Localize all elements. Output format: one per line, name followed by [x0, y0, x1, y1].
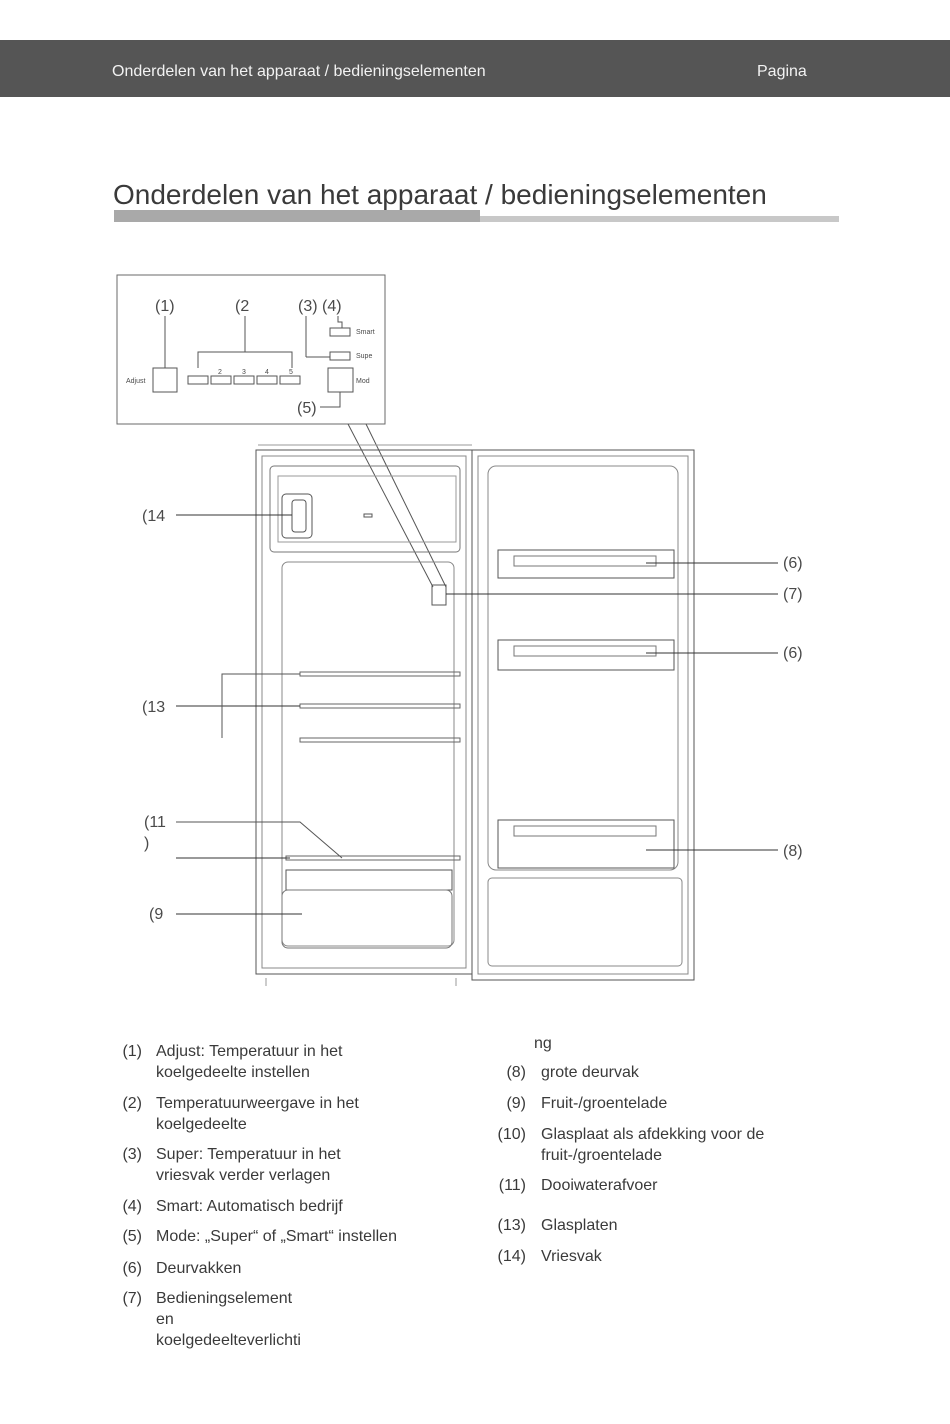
display-segment-1 — [187, 375, 209, 385]
callout-13: (13 — [142, 699, 165, 716]
adjust-button — [152, 367, 178, 393]
callout-6-top: (6) — [783, 555, 803, 572]
legend-right-text: grote deurvak — [541, 1064, 639, 1081]
legend-left-text: Deurvakken — [156, 1260, 242, 1277]
smart-button — [329, 327, 351, 337]
page-header: Onderdelen van het apparaat / bedienings… — [0, 40, 950, 97]
legend-right-text: Fruit-/groentelade — [541, 1095, 668, 1112]
legend-left-number: (5) — [122, 1228, 142, 1245]
callout-8: (8) — [783, 843, 803, 860]
callout-14: (14 — [142, 508, 165, 525]
legend-left-text: Bedieningselement — [156, 1290, 293, 1307]
panel-digit-3: 3 — [242, 369, 246, 376]
legend-left-number: (6) — [122, 1260, 142, 1277]
panel-digit-2: 2 — [218, 369, 222, 376]
header-title: Onderdelen van het apparaat / bedienings… — [112, 63, 486, 80]
panel-smart-label: Smart — [356, 329, 375, 336]
legend-right-number: (11) — [498, 1177, 526, 1194]
legend-right-text: Glasplaten — [541, 1217, 618, 1234]
callout-9: (9 — [149, 906, 163, 923]
legend-left-text: vriesvak verder verlagen — [156, 1167, 331, 1184]
legend-right-continuation: ng — [534, 1035, 552, 1052]
legend-left-text: koelgedeelteverlichti — [156, 1332, 301, 1349]
legend-right-text: Vriesvak — [541, 1248, 602, 1265]
fridge-cabinet — [255, 444, 473, 986]
fridge-door — [471, 449, 695, 981]
legend-right-text: Glasplaat als afdekking voor de — [541, 1126, 765, 1143]
legend-left-text: koelgedeelte instellen — [156, 1064, 310, 1081]
display-segment-2 — [210, 375, 232, 385]
panel-label-3-4: (3) (4) — [298, 298, 342, 315]
callout-7: (7) — [783, 586, 803, 603]
legend-left-text: Temperatuurweergave in het — [156, 1095, 359, 1112]
callout-11-close: ) — [144, 835, 149, 852]
legend-right-number: (9) — [506, 1095, 526, 1112]
panel-label-2: (2 — [235, 298, 249, 315]
legend-left-number: (7) — [122, 1290, 142, 1307]
panel-adjust-label: Adjust — [126, 378, 146, 385]
mode-button — [327, 367, 354, 393]
legend-left-text: koelgedeelte — [156, 1116, 247, 1133]
legend-left-number: (2) — [122, 1095, 142, 1112]
display-segment-4 — [256, 375, 278, 385]
legend-right-text: Dooiwaterafvoer — [541, 1177, 658, 1194]
panel-digit-4: 4 — [265, 369, 269, 376]
panel-super-label: Supe — [356, 353, 372, 360]
panel-mode-label: Mod — [356, 378, 370, 385]
legend-right-number: (10) — [497, 1126, 526, 1143]
display-segment-3 — [233, 375, 255, 385]
legend-left-text: Adjust: Temperatuur in het — [156, 1043, 343, 1060]
legend-right-number: (8) — [506, 1064, 526, 1081]
page-title: Onderdelen van het apparaat / bedienings… — [113, 179, 767, 210]
legend-left-number: (1) — [122, 1043, 142, 1060]
header-page-label: Pagina — [757, 63, 807, 80]
title-underline — [114, 210, 839, 222]
legend-right-number: (14) — [497, 1248, 526, 1265]
legend-left-text: Smart: Automatisch bedrijf — [156, 1198, 343, 1215]
legend-left-text: en — [156, 1311, 174, 1328]
legend-right-number: (13) — [497, 1217, 526, 1234]
display-segment-5 — [279, 375, 301, 385]
callout-6-mid: (6) — [783, 645, 803, 662]
panel-digit-5: 5 — [289, 369, 293, 376]
callout-11: (11 — [144, 814, 166, 831]
legend-left-number: (4) — [122, 1198, 142, 1215]
super-button — [329, 351, 351, 361]
panel-label-1: (1) — [155, 298, 175, 315]
legend-right-text: fruit-/groentelade — [541, 1147, 662, 1164]
panel-label-5: (5) — [297, 400, 317, 417]
legend-left-text: Mode: „Super“ of „Smart“ instellen — [156, 1228, 397, 1245]
legend-left-number: (3) — [122, 1146, 142, 1163]
legend-left-text: Super: Temperatuur in het — [156, 1146, 341, 1163]
